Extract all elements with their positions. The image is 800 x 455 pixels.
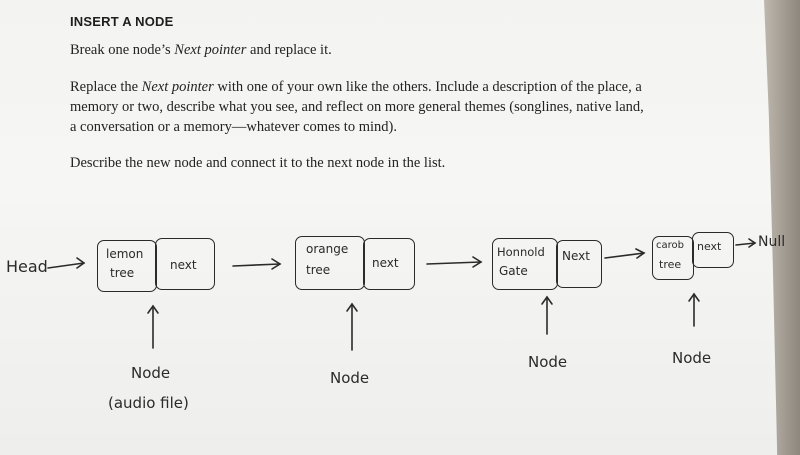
paragraph-line-1-end: with one of your own like the others. In… — [213, 79, 642, 95]
paragraph-line-2: memory or two, describe what you see, an… — [70, 99, 644, 115]
node-2-data-line1: orange — [306, 242, 349, 256]
node-4-data-line2: tree — [659, 258, 682, 271]
node-1-data-line2: tree — [110, 266, 135, 280]
null-arrow-tip — [748, 238, 757, 248]
node-4-data-line1: carob — [656, 240, 684, 251]
node-4-next-box — [692, 232, 734, 268]
link-arrow-3 — [604, 252, 645, 259]
up-arrow-1-tip — [147, 304, 159, 314]
node-1-caption-sub: (audio file) — [108, 394, 189, 412]
node-2-next-box — [363, 238, 415, 290]
paragraph-line-1: Replace the Next pointer with one of you… — [70, 77, 644, 97]
node-3-data-box — [492, 238, 558, 290]
head-arrow — [47, 262, 85, 269]
null-arrow — [735, 242, 756, 246]
head-arrow-tip — [76, 257, 86, 269]
node-4-caption: Node — [672, 349, 712, 367]
subtitle: Break one node’s Next pointer and replac… — [70, 40, 332, 60]
node-1-next-box — [155, 238, 215, 290]
instruction-text: Describe the new node and connect it to … — [70, 155, 446, 171]
link-arrow-3-tip — [635, 248, 646, 259]
node-1-next-label: next — [170, 258, 197, 272]
node-2-caption: Node — [330, 369, 370, 387]
node-3-next-box — [556, 240, 602, 288]
page-title: INSERT A NODE — [70, 14, 174, 29]
paragraph-line-1-start: Replace the — [70, 79, 142, 95]
node-4-data-box — [652, 236, 694, 280]
link-arrow-2-tip — [472, 256, 483, 268]
node-3-caption: Node — [528, 353, 568, 371]
link-arrow-2 — [426, 261, 482, 265]
paragraph-emphasis: Next pointer — [141, 79, 214, 95]
head-label: Head — [6, 257, 48, 276]
node-2-data-line2: tree — [306, 263, 331, 277]
up-arrow-4-tip — [688, 292, 700, 302]
up-arrow-3-tip — [541, 295, 553, 305]
null-label: Null — [758, 234, 786, 250]
node-1-data-box — [97, 240, 157, 292]
link-arrow-1 — [232, 263, 281, 267]
up-arrow-2-tip — [346, 302, 358, 312]
link-arrow-1-tip — [271, 258, 282, 270]
subtitle-emphasis: Next pointer — [174, 42, 247, 58]
node-3-data-line2: Gate — [499, 264, 528, 278]
prompt-paragraph: Replace the Next pointer with one of you… — [70, 77, 644, 137]
node-4-next-label: next — [697, 240, 722, 253]
subtitle-text-end: and replace it. — [246, 42, 332, 58]
node-3-next-label: Next — [562, 249, 590, 263]
node-1-caption: Node — [131, 364, 171, 382]
node-3-data-line1: Honnold — [497, 245, 545, 259]
paragraph-line-3: a conversation or a memory—whatever come… — [70, 119, 397, 135]
node-2-data-box — [295, 236, 365, 290]
subtitle-text: Break one node’s — [70, 42, 175, 58]
node-2-next-label: next — [372, 256, 399, 270]
node-1-data-line1: lemon — [106, 247, 144, 261]
